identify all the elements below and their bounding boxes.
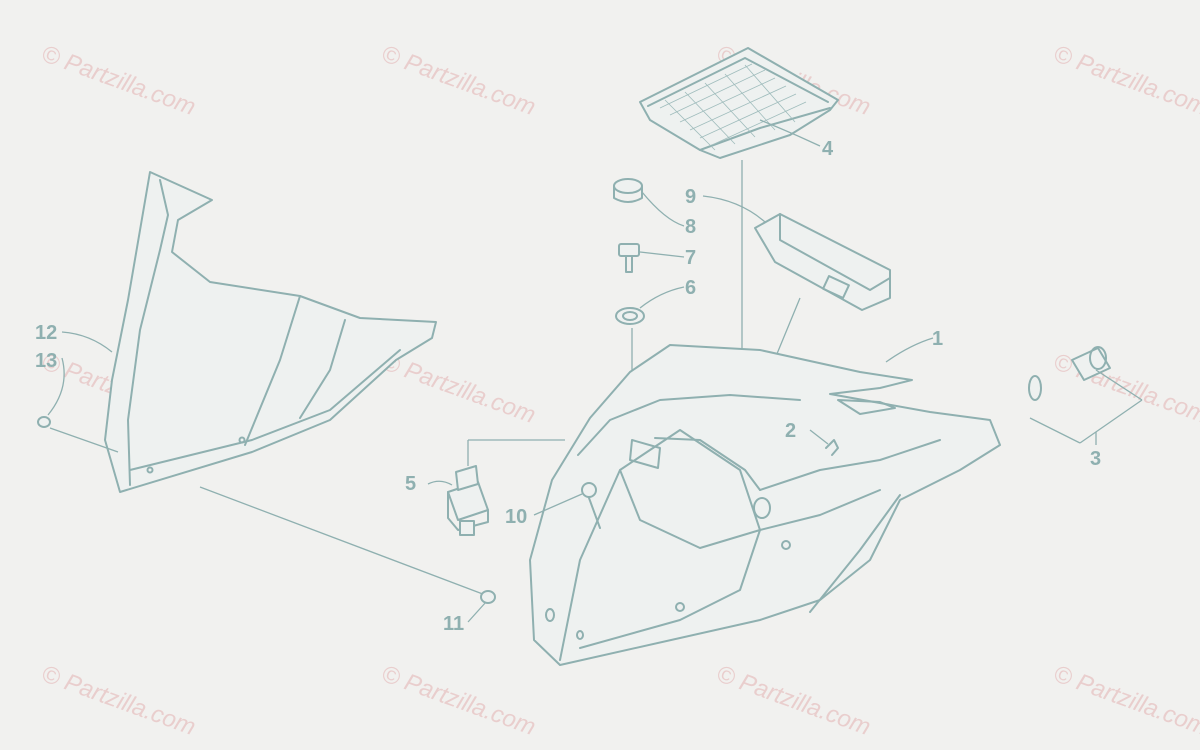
callout-labels: 1 2 3 4 5 6 7 8 9 10 11 12 13 [35, 138, 1101, 635]
watermark-text: © Partzilla.com [713, 660, 874, 741]
watermark-text: © Partzilla.com [378, 660, 539, 741]
watermark-text: © Partzilla.com [1050, 660, 1200, 741]
callout-10[interactable]: 10 [505, 506, 527, 528]
callout-12[interactable]: 12 [35, 322, 57, 344]
callout-6[interactable]: 6 [685, 277, 696, 299]
part-5-switch[interactable] [447, 439, 565, 536]
callout-5[interactable]: 5 [405, 473, 416, 495]
callout-1[interactable]: 1 [932, 328, 943, 350]
part-11-nut[interactable] [480, 590, 496, 604]
part-6-ring[interactable] [615, 307, 645, 425]
callout-11[interactable]: 11 [443, 613, 464, 635]
callout-leader-lines [47, 119, 1097, 623]
callout-8[interactable]: 8 [685, 216, 696, 238]
watermark-text: © Partzilla.com [38, 660, 199, 741]
callout-13[interactable]: 13 [35, 350, 57, 372]
watermark-text: © Partzilla.com [378, 40, 539, 121]
part-1-front-cowl[interactable] [529, 344, 1001, 666]
callout-7[interactable]: 7 [685, 247, 696, 269]
part-13-screw[interactable] [37, 416, 51, 428]
part-7-key[interactable] [618, 243, 640, 273]
part-2-clip[interactable] [825, 439, 839, 456]
callout-2[interactable]: 2 [785, 420, 796, 442]
left-side-cowl-panel[interactable] [49, 171, 489, 597]
watermark-text: © Partzilla.com [38, 40, 199, 121]
callout-4[interactable]: 4 [822, 138, 834, 160]
part-8-cap[interactable] [613, 178, 643, 203]
watermark-text: © Partzilla.com [378, 348, 539, 429]
part-4-glovebox-tray[interactable] [639, 47, 839, 462]
part-3-lamp-assembly[interactable] [1028, 346, 1143, 444]
watermark-text: © Partzilla.com [1050, 40, 1200, 121]
part-10-screw[interactable] [581, 482, 601, 529]
callout-9[interactable]: 9 [685, 186, 696, 208]
callout-3[interactable]: 3 [1090, 448, 1101, 470]
